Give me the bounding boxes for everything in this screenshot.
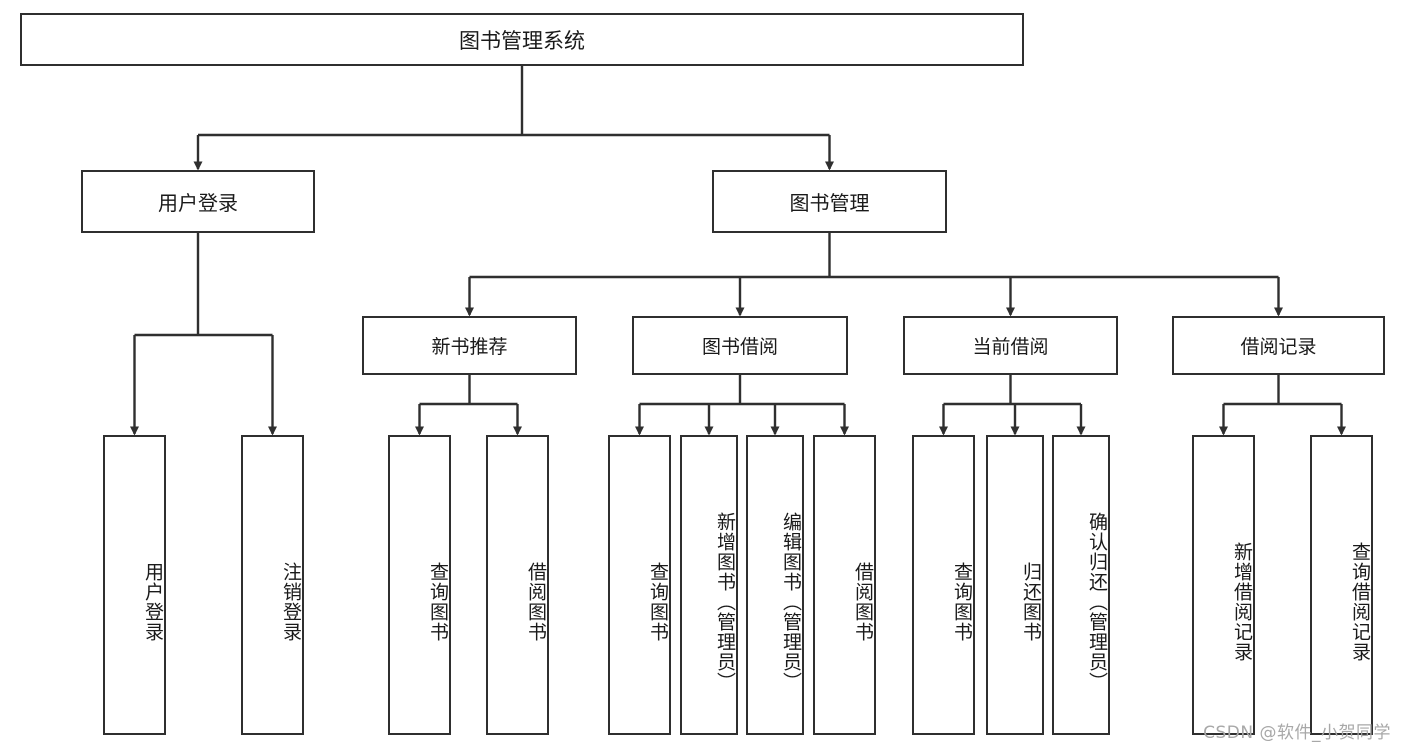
node-label: 新书推荐: [431, 336, 508, 358]
leaf-borrow-book-recommend[interactable]: 借阅图书: [486, 435, 549, 735]
watermark: CSDN @软件_小贺同学: [1203, 723, 1391, 743]
node-borrow-record[interactable]: 借阅记录: [1172, 316, 1385, 375]
node-label: 图书管理系统: [459, 28, 585, 53]
leaf-return-book[interactable]: 归还图书: [986, 435, 1044, 735]
node-label: 查询图书: [647, 562, 669, 642]
leaf-logout[interactable]: 注销登录: [241, 435, 304, 735]
node-label: 注销登录: [280, 562, 302, 642]
node-book-manage[interactable]: 图书管理: [712, 170, 947, 233]
leaf-query-book-recommend[interactable]: 查询图书: [388, 435, 451, 735]
node-label: 借阅图书: [525, 562, 547, 642]
node-book-borrow[interactable]: 图书借阅: [632, 316, 848, 375]
node-label: 新增借阅记录: [1231, 542, 1253, 662]
leaf-confirm-return[interactable]: 确认归还（管理员）: [1052, 435, 1110, 735]
node-label: 当前借阅: [972, 336, 1049, 358]
node-label: 确认归还（管理员）: [1086, 512, 1108, 692]
node-root[interactable]: 图书管理系统: [20, 13, 1024, 66]
leaf-edit-book[interactable]: 编辑图书（管理员）: [746, 435, 804, 735]
node-label: 编辑图书（管理员）: [780, 512, 802, 692]
node-current-borrow[interactable]: 当前借阅: [903, 316, 1118, 375]
node-user-login[interactable]: 用户登录: [81, 170, 315, 233]
node-label: 归还图书: [1020, 562, 1042, 642]
node-label: 查询借阅记录: [1349, 542, 1371, 662]
node-new-book-recommend[interactable]: 新书推荐: [362, 316, 577, 375]
node-label: 查询图书: [427, 562, 449, 642]
leaf-add-borrow-record[interactable]: 新增借阅记录: [1192, 435, 1255, 735]
leaf-query-book-current[interactable]: 查询图书: [912, 435, 975, 735]
node-label: 查询图书: [951, 562, 973, 642]
leaf-borrow-book[interactable]: 借阅图书: [813, 435, 876, 735]
leaf-add-book[interactable]: 新增图书（管理员）: [680, 435, 738, 735]
node-label: 用户登录: [158, 191, 238, 215]
leaf-query-borrow-record[interactable]: 查询借阅记录: [1310, 435, 1373, 735]
node-label: 借阅记录: [1240, 336, 1317, 358]
node-label: 用户登录: [142, 562, 164, 642]
leaf-query-book-borrow[interactable]: 查询图书: [608, 435, 671, 735]
node-label: 借阅图书: [852, 562, 874, 642]
node-label: 图书管理: [789, 191, 870, 215]
node-label: 图书借阅: [701, 336, 778, 358]
leaf-user-login[interactable]: 用户登录: [103, 435, 166, 735]
node-label: 新增图书（管理员）: [714, 512, 736, 692]
